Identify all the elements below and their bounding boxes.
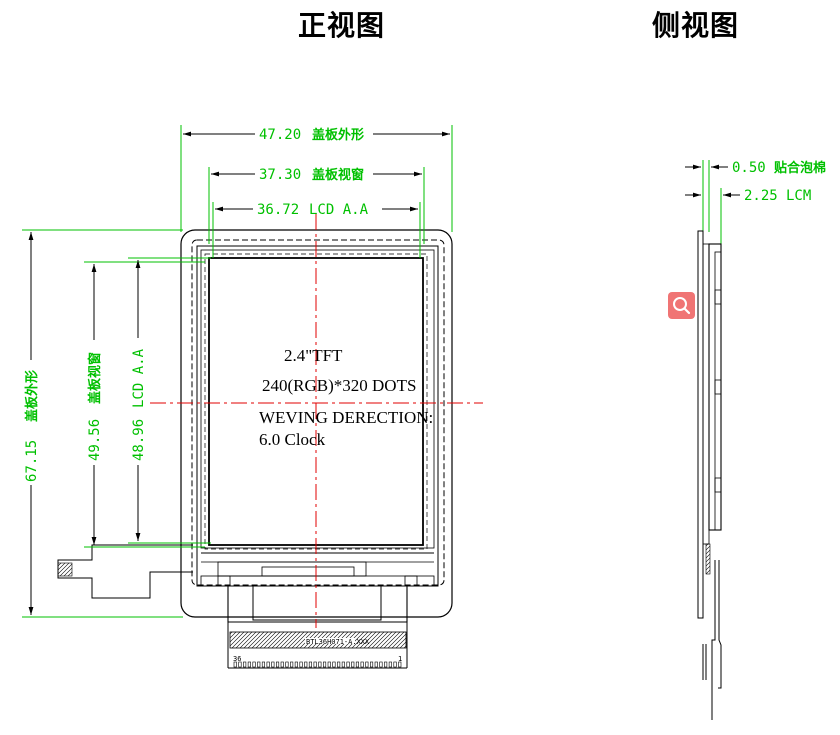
fpc-contact bbox=[332, 661, 336, 668]
dim-cover-window-w: 37.30 盖板视窗 bbox=[211, 167, 422, 183]
spec-resolution: 240(RGB)*320 DOTS bbox=[262, 376, 416, 395]
dim-cover-outline-w-label: 盖板外形 bbox=[312, 127, 364, 143]
fpc-contact bbox=[285, 661, 289, 668]
front-view-title: 正视图 bbox=[298, 9, 386, 42]
fpc-contact bbox=[327, 661, 331, 668]
fpc-contact bbox=[266, 661, 270, 668]
fpc-tail bbox=[227, 586, 408, 623]
fpc-contact bbox=[233, 661, 237, 668]
spec-direction-value: 6.0 Clock bbox=[259, 430, 326, 449]
fpc-contact bbox=[280, 661, 284, 668]
fpc-pin-right: 1 bbox=[398, 655, 402, 663]
fpc-contact bbox=[318, 661, 322, 668]
fpc-part-text: BTL36H071-A.XXX bbox=[306, 638, 370, 646]
dim-foam-label: 贴合泡棉 bbox=[774, 160, 826, 176]
fpc-contact bbox=[243, 661, 247, 668]
fpc-contact bbox=[388, 661, 392, 668]
fpc-contact bbox=[290, 661, 294, 668]
lcd-inner bbox=[200, 249, 435, 549]
dim-cover-window-h-label: 盖板视窗 bbox=[87, 352, 103, 404]
fpc-contact bbox=[365, 661, 369, 668]
fpc-contact bbox=[346, 661, 350, 668]
dim-foam-value: 0.50 bbox=[732, 160, 766, 176]
fpc-contact bbox=[398, 661, 402, 668]
fpc-contact bbox=[299, 661, 303, 668]
side-view: 0.50 贴合泡棉 2.25 LCM bbox=[685, 160, 826, 720]
side-cover-glass bbox=[697, 230, 704, 619]
dim-lcd-aa-w-value: 36.72 bbox=[257, 202, 299, 218]
dim-lcm-label: LCM bbox=[786, 188, 811, 204]
dim-lcd-aa-h: 48.96 LCD A.A bbox=[131, 260, 147, 541]
dim-lcd-aa-w-label: LCD A.A bbox=[309, 202, 369, 218]
spec-direction-label: WEVING DERECTION: bbox=[259, 408, 433, 427]
dim-lcm-value: 2.25 bbox=[744, 188, 778, 204]
fpc-contact bbox=[360, 661, 364, 668]
fpc-contact bbox=[379, 661, 383, 668]
horizontal-dimensions bbox=[180, 125, 453, 258]
side-view-title: 侧视图 bbox=[652, 9, 740, 42]
fpc-contact bbox=[393, 661, 397, 668]
dim-cover-window-w-value: 37.30 bbox=[259, 167, 301, 183]
fpc-contact bbox=[271, 661, 275, 668]
fpc-contact bbox=[261, 661, 266, 668]
fpc-pin-left: 36 bbox=[233, 655, 241, 663]
fpc-contact bbox=[238, 661, 242, 668]
fpc-contact bbox=[384, 661, 388, 668]
fpc-contact bbox=[247, 661, 251, 668]
fpc-contact bbox=[304, 661, 308, 668]
dim-cover-outline-w-value: 47.20 bbox=[259, 127, 301, 143]
ic-ledge bbox=[217, 561, 367, 577]
fpc-contact bbox=[322, 661, 327, 668]
dim-cover-outline-h: 67.15 盖板外形 bbox=[24, 232, 40, 615]
spec-size: 2.4"TFT bbox=[284, 346, 343, 365]
fpc-contact bbox=[374, 661, 378, 668]
fpc-contact bbox=[337, 661, 341, 668]
fpc-contact bbox=[369, 661, 374, 668]
fpc-contact bbox=[313, 661, 317, 668]
touch-fpc bbox=[57, 544, 193, 599]
dim-cover-window-h: 49.56 盖板视窗 bbox=[87, 264, 103, 545]
front-view: BTL36H071-A.XXX 36 1 2.4"TFT 240(RGB)*32… bbox=[57, 214, 483, 669]
search-icon bbox=[673, 297, 691, 315]
fpc-contact bbox=[275, 661, 280, 668]
fpc-contact bbox=[257, 661, 261, 668]
side-fpc bbox=[711, 560, 716, 720]
fpc-contact bbox=[351, 661, 355, 668]
fpc-contacts bbox=[233, 661, 402, 668]
side-foam bbox=[702, 243, 710, 545]
dim-lcd-aa-h-value: 48.96 bbox=[131, 419, 147, 461]
dim-cover-outline-h-label: 盖板外形 bbox=[24, 370, 40, 422]
fpc-contact bbox=[308, 661, 313, 668]
fpc-contact bbox=[252, 661, 256, 668]
fpc-contact bbox=[341, 661, 345, 668]
dim-cover-outline-w: 47.20 盖板外形 bbox=[183, 127, 450, 143]
dim-cover-window-w-label: 盖板视窗 bbox=[312, 167, 364, 183]
cover-window bbox=[191, 239, 445, 586]
fpc-contact bbox=[294, 661, 298, 668]
vertical-extension-lines bbox=[22, 229, 211, 618]
search-button[interactable] bbox=[668, 292, 695, 319]
dim-cover-window-h-value: 49.56 bbox=[87, 419, 103, 461]
fpc-contact bbox=[355, 661, 360, 668]
dim-cover-outline-h-value: 67.15 bbox=[24, 440, 40, 482]
dim-lcd-aa-h-label: LCD A.A bbox=[131, 348, 147, 408]
dim-lcd-aa-w: 36.72 LCD A.A bbox=[215, 202, 418, 218]
